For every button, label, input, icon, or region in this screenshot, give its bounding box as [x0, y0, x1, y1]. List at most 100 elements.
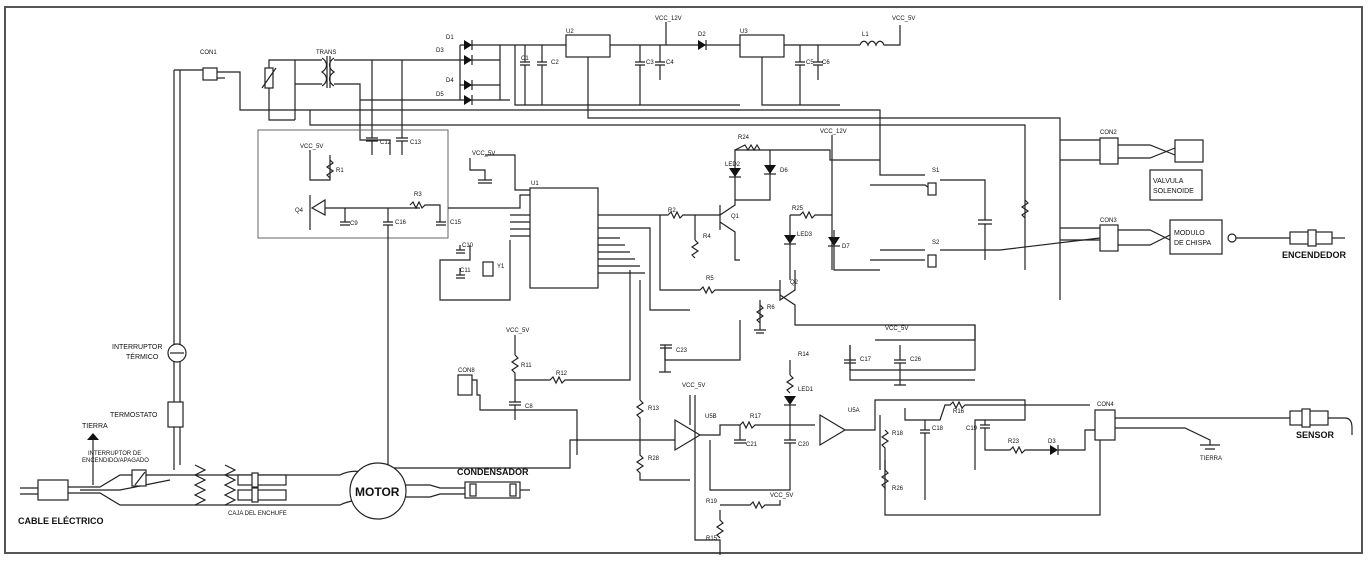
label-interruptor-encendido-1: INTERRUPTOR DE — [88, 451, 141, 457]
component-labels: CON1 TRANS D1 D3 D4 D5 C1 C2 U2 VCC_12V … — [18, 16, 1347, 542]
label-r18: R18 — [892, 431, 904, 437]
label-c12: C12 — [380, 140, 392, 146]
label-vcc12-top: VCC_12V — [655, 16, 682, 22]
label-caja: CAJA DEL ENCHUFE — [228, 511, 287, 517]
label-cable: CABLE ELÉCTRICO — [18, 516, 104, 526]
label-u5a: U5A — [848, 408, 860, 414]
label-vcc12-mid: VCC_12V — [820, 129, 847, 135]
label-c1: C1 — [521, 56, 529, 62]
label-r2: R2 — [668, 208, 676, 214]
label-d2: D2 — [698, 32, 706, 38]
label-vcc5-b: VCC_5V — [472, 151, 495, 157]
label-u5b: U5B — [705, 414, 717, 420]
label-interruptor-2: TÉRMICO — [126, 352, 159, 361]
label-d5: D5 — [436, 92, 444, 98]
label-r12: R12 — [556, 371, 568, 377]
label-c2: C2 — [551, 60, 559, 66]
label-led1: LED1 — [798, 387, 814, 393]
frame — [4, 6, 1363, 554]
label-spark-2: DE CHISPA — [1174, 240, 1212, 247]
label-trans: TRANS — [316, 50, 336, 56]
label-r13: R13 — [648, 406, 660, 412]
label-r5: R5 — [706, 276, 714, 282]
label-c13: C13 — [410, 140, 422, 146]
label-con8: CON8 — [458, 368, 475, 374]
label-r3: R3 — [414, 192, 422, 198]
control-block — [257, 129, 690, 469]
label-c23: C23 — [676, 348, 688, 354]
label-c9: C9 — [350, 221, 358, 227]
label-r24: R24 — [738, 135, 750, 141]
power-supply — [173, 22, 1061, 470]
label-vcc5-f: VCC_5V — [770, 493, 793, 499]
relays — [870, 137, 1345, 268]
label-d3: D3 — [436, 48, 444, 54]
label-termostato: TERMOSTATO — [110, 412, 158, 419]
label-c15: C15 — [450, 220, 462, 226]
label-encendedor: ENCENDEDOR — [1282, 250, 1347, 260]
label-r23: R23 — [1008, 439, 1020, 445]
label-c10: C10 — [462, 243, 474, 249]
label-u2: U2 — [566, 29, 574, 35]
label-r11: R11 — [521, 363, 532, 369]
label-u3: U3 — [740, 29, 748, 35]
label-con2: CON2 — [1100, 130, 1117, 136]
label-y1: Y1 — [497, 264, 505, 270]
mains-motor — [20, 343, 530, 520]
label-sensor: SENSOR — [1296, 430, 1335, 440]
label-r1: R1 — [336, 168, 344, 174]
label-r4: R4 — [703, 234, 711, 240]
label-c17: C17 — [860, 357, 872, 363]
label-r28: R28 — [648, 456, 660, 462]
label-r25: R25 — [792, 206, 804, 212]
label-vcc5-top: VCC_5V — [892, 16, 915, 22]
label-vcc5-e: VCC_5V — [682, 383, 705, 389]
label-c20: C20 — [798, 442, 810, 448]
sensor-amp — [457, 270, 1353, 555]
label-con3: CON3 — [1100, 218, 1117, 224]
label-c4: C4 — [666, 60, 674, 66]
label-c3: C3 — [646, 60, 654, 66]
label-d1: D1 — [446, 35, 454, 41]
label-r19: R19 — [706, 499, 718, 505]
drivers — [659, 135, 976, 373]
label-valve-2: SOLENOIDE — [1153, 188, 1194, 195]
label-con4: CON4 — [1097, 402, 1114, 408]
label-c5: C5 — [806, 60, 814, 66]
label-d3b: D3 — [1048, 439, 1056, 445]
label-c6: C6 — [822, 60, 830, 66]
label-c21: C21 — [746, 442, 758, 448]
label-con1: CON1 — [200, 50, 217, 56]
label-r14: R14 — [798, 352, 810, 358]
label-motor: MOTOR — [355, 485, 400, 499]
label-q4: Q4 — [295, 208, 304, 214]
label-c11: C11 — [460, 268, 471, 274]
label-c18: C18 — [932, 426, 944, 432]
label-r17: R17 — [750, 414, 762, 420]
label-u1: U1 — [531, 181, 539, 187]
label-vcc5-c: VCC_5V — [885, 326, 908, 332]
label-led3: LED3 — [797, 232, 813, 238]
label-tierra-left: TIERRA — [82, 423, 108, 430]
label-q2: Q2 — [790, 280, 799, 286]
label-s1: S1 — [932, 168, 940, 174]
label-q1: Q1 — [731, 214, 740, 220]
label-condensador: CONDENSADOR — [457, 467, 529, 477]
label-vcc5-d: VCC_5V — [506, 328, 529, 334]
label-interruptor-1: INTERRUPTOR — [112, 344, 162, 351]
label-led2: LED2 — [725, 162, 741, 168]
label-vcc5-a: VCC_5V — [300, 144, 323, 150]
label-r15: R15 — [706, 536, 718, 542]
label-c19: C19 — [966, 426, 978, 432]
label-l1: L1 — [862, 32, 869, 38]
label-spark-1: MODULO — [1174, 230, 1205, 237]
label-r26: R26 — [892, 486, 904, 492]
label-c16: C16 — [395, 220, 407, 226]
label-interruptor-encendido-2: ENCENDIDO/APAGADO — [82, 458, 149, 464]
label-c8: C8 — [525, 404, 533, 410]
label-s2: S2 — [932, 240, 940, 246]
label-r16: R16 — [953, 409, 965, 415]
label-tierra-right: TIERRA — [1200, 456, 1222, 462]
